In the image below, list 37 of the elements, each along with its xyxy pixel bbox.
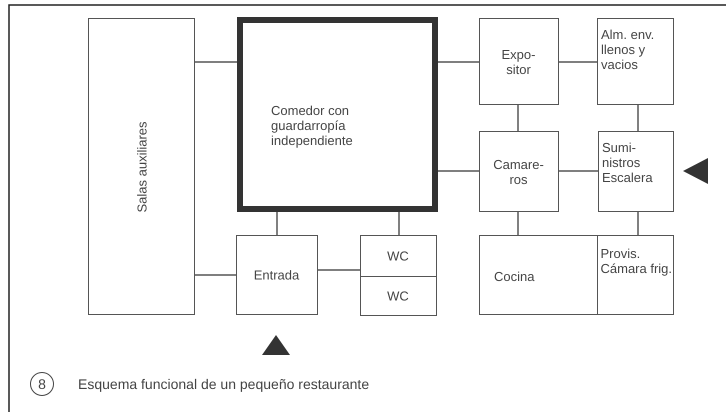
room-label: Camare- ros (492, 156, 545, 186)
connector-line (559, 61, 597, 63)
room-label: Sumi- nistros Escalera (602, 140, 654, 185)
connector-line (637, 212, 639, 235)
connector-line (438, 61, 479, 63)
room-box (360, 276, 437, 316)
room-box (88, 18, 195, 315)
room-label: Alm. env. llenos y vacios (601, 27, 656, 72)
room-box (236, 235, 318, 315)
room-label: Provis. Cámara frig. (600, 246, 672, 276)
room-box (596, 235, 674, 315)
connector-line (318, 269, 360, 271)
room-label: WC (386, 248, 410, 264)
connector-line (517, 212, 519, 235)
connector-line (398, 212, 400, 235)
room-label: Expo- sitor (500, 46, 536, 76)
room-label: Salas auxiliares (134, 120, 149, 212)
room-box (479, 131, 559, 212)
room-label: Cocina (494, 269, 536, 284)
connector-line (559, 170, 598, 172)
room-box (479, 18, 559, 105)
figure-caption: Esquema funcional de un pequeño restaurante (78, 377, 370, 392)
connector-line (438, 170, 479, 172)
connector-line (276, 212, 278, 235)
connector-line (195, 61, 237, 63)
room-box (479, 235, 598, 315)
room-box (360, 235, 437, 277)
room-box (598, 131, 674, 212)
room-box (597, 18, 674, 105)
room-label: Entrada (252, 268, 300, 282)
room-label: WC (386, 288, 410, 303)
room-label: Comedor con guardarropía independiente (271, 103, 354, 148)
figure-number: 8 (30, 372, 54, 396)
connector-line (637, 105, 639, 131)
connector-line (517, 105, 519, 131)
connector-line (195, 274, 236, 276)
room-box (237, 17, 438, 212)
